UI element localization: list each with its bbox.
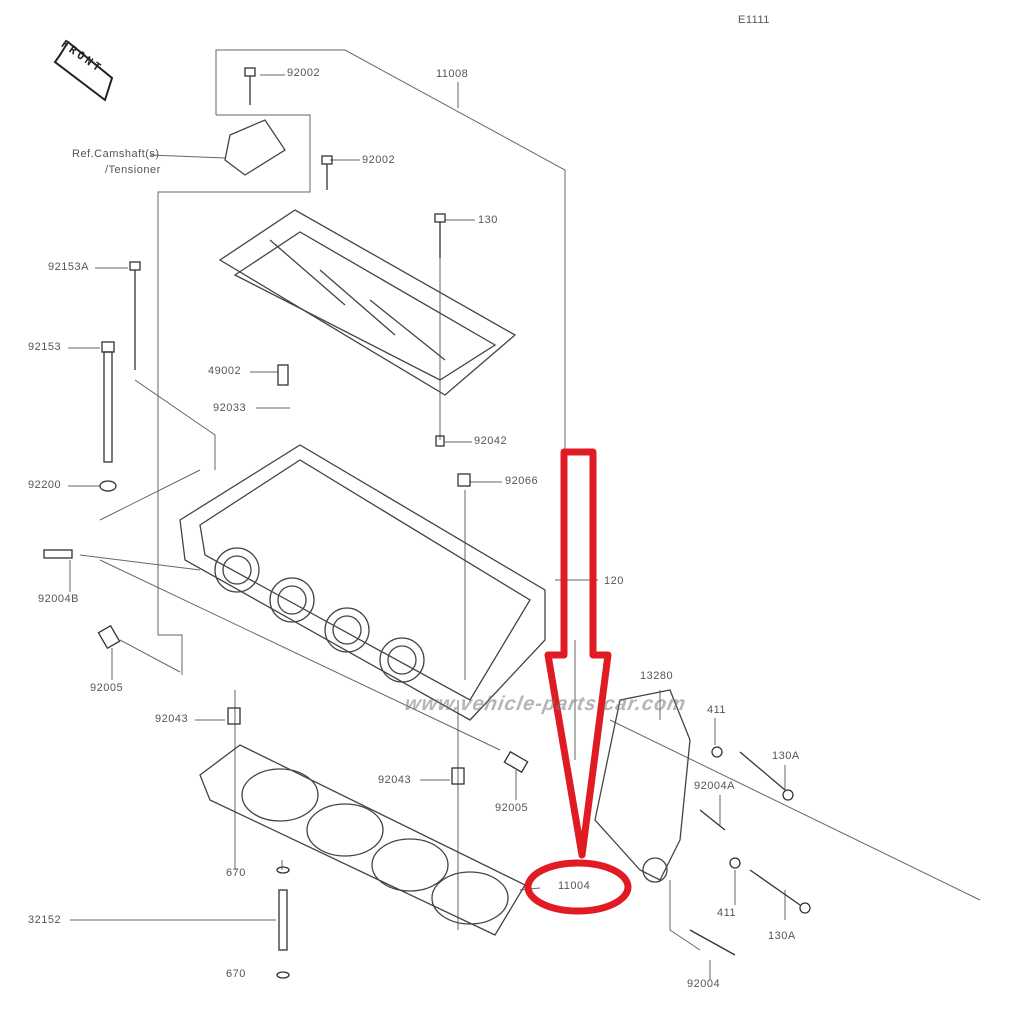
highlight-arrow bbox=[544, 448, 612, 859]
part-label: 92002 bbox=[287, 67, 321, 79]
camshaft-holder bbox=[218, 119, 517, 396]
bolts bbox=[43, 67, 811, 979]
highlight-circle bbox=[524, 859, 632, 915]
part-label: 670 bbox=[226, 968, 246, 980]
front-arrow-icon bbox=[53, 40, 114, 102]
cylinder-head bbox=[179, 444, 546, 721]
head-gasket bbox=[199, 744, 526, 936]
part-label: 92002 bbox=[362, 154, 396, 166]
engine-bracket bbox=[594, 689, 691, 883]
part-label: 130 bbox=[478, 214, 498, 226]
part-label: 92043 bbox=[155, 713, 189, 725]
part-label: 92200 bbox=[28, 479, 62, 491]
diagram-code: E1111 bbox=[738, 14, 770, 26]
part-label: 92004B bbox=[38, 593, 79, 605]
part-label: 120 bbox=[604, 575, 624, 587]
highlighted-part-label: 11004 bbox=[558, 880, 591, 892]
part-label: 92004A bbox=[694, 780, 735, 792]
part-label: 411 bbox=[717, 907, 737, 919]
part-label: 411 bbox=[707, 704, 727, 716]
part-label: 92042 bbox=[474, 435, 508, 447]
reference-label: Ref.Camshaft(s) bbox=[72, 148, 160, 160]
part-label: 92005 bbox=[90, 682, 124, 694]
part-label: 92004 bbox=[687, 978, 721, 990]
part-label: 92066 bbox=[505, 475, 539, 487]
part-label: 670 bbox=[226, 867, 246, 879]
part-label: 130A bbox=[768, 930, 796, 942]
part-label: 92153A bbox=[48, 261, 89, 273]
part-label: 92033 bbox=[213, 402, 247, 414]
part-label: 32152 bbox=[28, 914, 62, 926]
part-label: 49002 bbox=[208, 365, 242, 377]
part-label: 13280 bbox=[640, 670, 674, 682]
reference-label: /Tensioner bbox=[105, 164, 161, 176]
part-label: 92005 bbox=[495, 802, 529, 814]
part-label: 92043 bbox=[378, 774, 412, 786]
watermark: www.vehicle-parts car.com bbox=[403, 693, 689, 715]
part-label: 92153 bbox=[28, 341, 62, 353]
part-label: 11008 bbox=[436, 68, 469, 80]
leader-lines bbox=[68, 49, 981, 980]
part-label: 130A bbox=[772, 750, 800, 762]
